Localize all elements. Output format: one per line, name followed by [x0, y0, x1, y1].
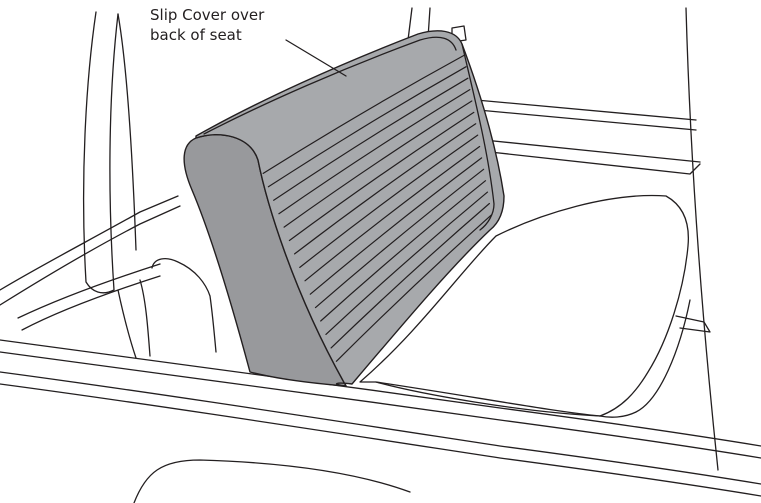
- left-pillar: [82, 11, 119, 294]
- floor-line-2: [0, 351, 761, 459]
- slip-cover-pleat: [314, 168, 485, 309]
- slip-cover-pleat: [299, 134, 479, 268]
- floor-line-1: [0, 339, 761, 447]
- slip-cover-pleat: [294, 123, 477, 255]
- callout-line-2: back of seat: [150, 26, 242, 44]
- left-pillar-inner: [117, 13, 137, 251]
- slip-cover-pleat: [309, 157, 483, 295]
- floor-line-4: [0, 383, 761, 497]
- side-rail-4: [17, 263, 161, 319]
- slip-cover-pleat: [304, 145, 481, 282]
- belt-buckle-inner: [139, 279, 151, 357]
- back-rail-3: [483, 139, 701, 163]
- back-rail-2: [477, 109, 697, 131]
- callout-line-1: Slip Cover over: [150, 6, 265, 24]
- callout-label: Slip Cover over back of seat: [150, 5, 264, 45]
- right-bracket: [675, 315, 711, 333]
- slip-cover-pleat: [267, 66, 467, 188]
- slip-cover: [183, 30, 505, 387]
- side-rail-3: [21, 275, 161, 331]
- belt-buckle: [151, 257, 217, 353]
- seat-cushion-top: [359, 194, 690, 417]
- slip-cover-pleat: [325, 191, 489, 335]
- side-rail-1: [0, 205, 181, 306]
- floor-line-3: [0, 371, 761, 485]
- slip-cover-pleat: [283, 100, 473, 228]
- slip-cover-pleats: [262, 54, 492, 362]
- right-pillar: [685, 7, 719, 471]
- seat-cushion-edge: [599, 299, 691, 418]
- back-rail-1: [475, 99, 697, 121]
- seat-cushion: [359, 194, 691, 418]
- dash-arc: [133, 459, 411, 503]
- vehicle-frame: [0, 7, 761, 503]
- callout-leader-line: [285, 39, 347, 77]
- slip-cover-piping: [203, 36, 457, 135]
- slip-cover-right-seam: [461, 43, 495, 231]
- slip-cover-pleat: [330, 202, 490, 349]
- slip-cover-pleat: [288, 111, 475, 242]
- slip-cover-pleat: [262, 54, 465, 174]
- slip-cover-main-panel: [195, 30, 505, 387]
- slip-cover-pleat: [278, 89, 471, 215]
- slip-cover-pleat: [273, 77, 469, 201]
- slip-cover-pleat: [320, 180, 487, 322]
- belt-strap: [117, 289, 137, 359]
- slip-cover-pleat: [335, 214, 492, 362]
- side-rail-2: [0, 195, 179, 291]
- back-rail-4: [489, 151, 701, 175]
- seat-cushion-front: [375, 381, 601, 417]
